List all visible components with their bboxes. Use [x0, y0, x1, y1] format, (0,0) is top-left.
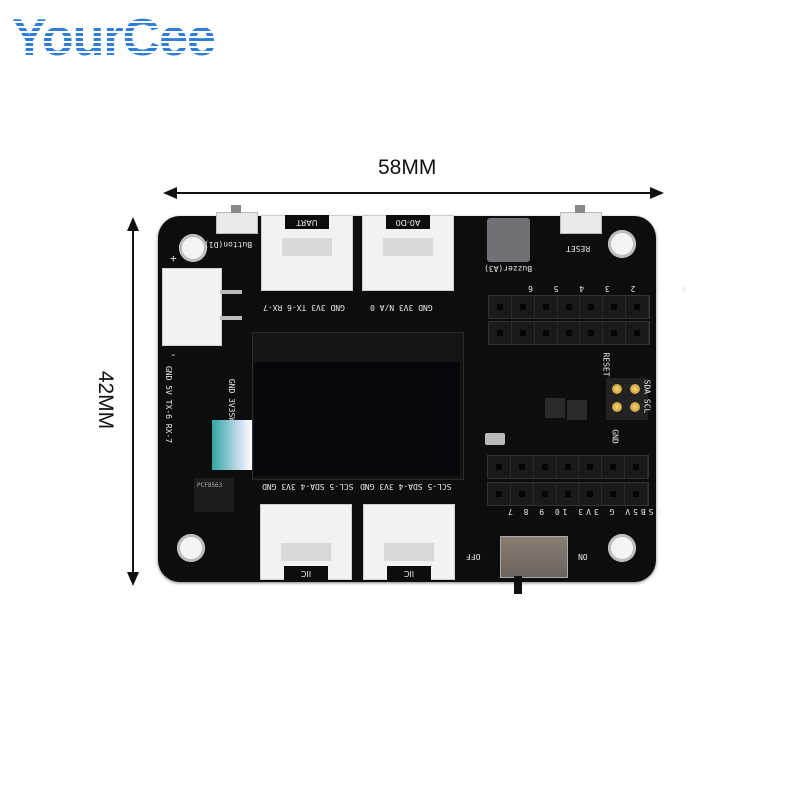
ic-chip: [567, 400, 587, 420]
buzzer-label: Buzzer(A3): [484, 264, 533, 273]
battery-plus-label: +: [170, 252, 177, 265]
pin-header-top-1: [488, 295, 650, 319]
power-switch[interactable]: [500, 536, 568, 578]
gnd-pad-label: GND: [610, 429, 620, 444]
pin-header-bottom-2: [487, 482, 649, 506]
rtc-chip-label: PCF8563: [197, 482, 223, 489]
button-d1-label: Button(D1): [204, 240, 253, 249]
battery-connector: [162, 268, 222, 346]
height-dimension-line: [132, 222, 134, 580]
pogo-pin: [612, 402, 622, 412]
reset-button[interactable]: [560, 212, 602, 234]
pogo-pin: [630, 384, 640, 394]
iic-tag-right: IIC: [387, 566, 431, 580]
arrow-left-icon: [163, 187, 177, 199]
mounting-hole: [179, 234, 207, 262]
height-dimension-label: 42MM: [94, 370, 118, 430]
oled-side-labels: GND 3V3SW: [227, 378, 237, 423]
reset-pad-label: RESET: [601, 352, 611, 377]
buzzer: [487, 218, 530, 262]
switch-off-label: OFF: [466, 552, 481, 561]
switch-on-label: ON: [578, 552, 588, 561]
mounting-hole: [608, 230, 636, 258]
pogo-pin: [612, 384, 622, 394]
a0-d0-tag: A0-D0: [386, 215, 430, 229]
width-dimension-line: [168, 192, 660, 194]
smd-component: [485, 433, 505, 445]
pin-header-bottom-1: [487, 455, 649, 479]
reset-label: RESET: [566, 244, 591, 253]
iic-tag-left: IIC: [284, 566, 328, 580]
a0-d0-pin-labels: GND 3V3 N/A 0: [370, 303, 433, 312]
battery-minus-label: -: [170, 348, 177, 361]
mounting-hole: [177, 534, 205, 562]
brand-logo: YourCee: [12, 9, 216, 67]
rtc-chip: [194, 478, 234, 512]
sda-scl-label: SDA SCL: [642, 379, 652, 414]
power-switch-lever[interactable]: [514, 576, 522, 594]
iic-right-pin-labels: SCL-5 SDA-4 3V3 GND: [360, 482, 452, 491]
reset-button-cap: [575, 205, 585, 213]
arrow-down-icon: [127, 572, 139, 586]
button-d1[interactable]: [216, 212, 258, 234]
uart-tag: UART: [285, 215, 329, 229]
ic-chip: [545, 398, 565, 418]
oled-screen: [254, 362, 460, 476]
arrow-right-icon: [650, 187, 664, 199]
bottom-header-labels: USB5V G 3V3 10 9 8 7: [505, 507, 662, 516]
left-pin-labels: GND 5V TX-6 RX-7: [164, 365, 174, 444]
top-header-labels: 0 1 2 3 4 5 6: [520, 284, 687, 293]
protective-film-tab: [212, 420, 252, 470]
mounting-hole: [608, 534, 636, 562]
battery-pin: [220, 290, 242, 294]
pin-header-top-2: [488, 321, 650, 345]
pogo-pin: [630, 402, 640, 412]
arrow-up-icon: [127, 217, 139, 231]
uart-pin-labels: GND 3V3 TX-6 RX-7: [263, 303, 345, 312]
iic-left-pin-labels: SCL-5 SDA-4 3V3 GND: [262, 482, 354, 491]
button-d1-cap: [231, 205, 241, 213]
width-dimension-label: 58MM: [378, 156, 437, 179]
battery-pin: [220, 316, 242, 320]
